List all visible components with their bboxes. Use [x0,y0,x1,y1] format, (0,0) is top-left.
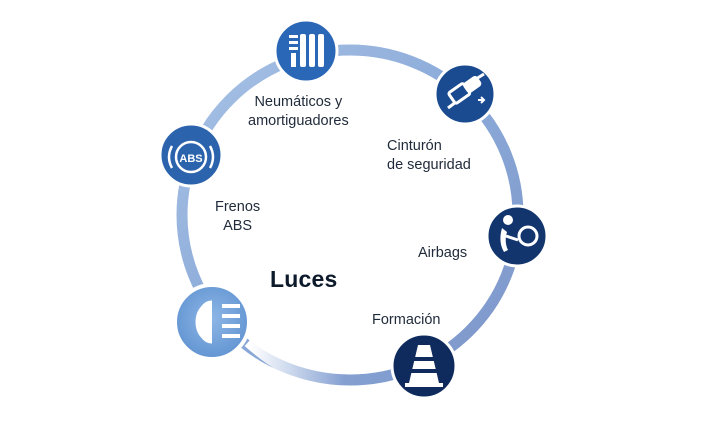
label-abs-line-1: Frenos [215,199,261,215]
label-seatbelt-line-2: de seguridad [387,157,471,173]
label-seatbelt: Cinturón de seguridad [387,137,471,175]
traffic-cone-icon [405,345,443,387]
node-tires [273,18,339,84]
abs-brake-icon: ABS [167,140,215,174]
headlight-icon [195,300,240,344]
label-seatbelt-line-1: Cinturón [387,138,442,154]
cycle-ring-fade [244,334,347,387]
label-training: Formación [372,311,441,330]
tires-shock-icon [289,34,324,67]
label-tires: Neumáticos y amortiguadores [248,93,349,131]
node-seatbelt [433,62,497,126]
label-tires-line-1: Neumáticos y [254,94,343,110]
node-abs: ABS [158,122,224,188]
label-tires-line-2: amortiguadores [248,113,349,129]
node-airbags [485,204,549,268]
label-training-line-1: Formación [372,312,441,328]
label-airbags-line-1: Airbags [418,245,468,261]
center-title: Luces [270,266,338,292]
airbag-icon [500,215,539,252]
node-training [390,332,458,400]
abs-icon-text: ABS [179,153,202,165]
node-lights [173,283,251,361]
label-airbags: Airbags [418,244,467,263]
label-abs: Frenos ABS [215,198,260,236]
seatbelt-icon [447,72,486,110]
label-abs-line-2: ABS [223,218,253,234]
